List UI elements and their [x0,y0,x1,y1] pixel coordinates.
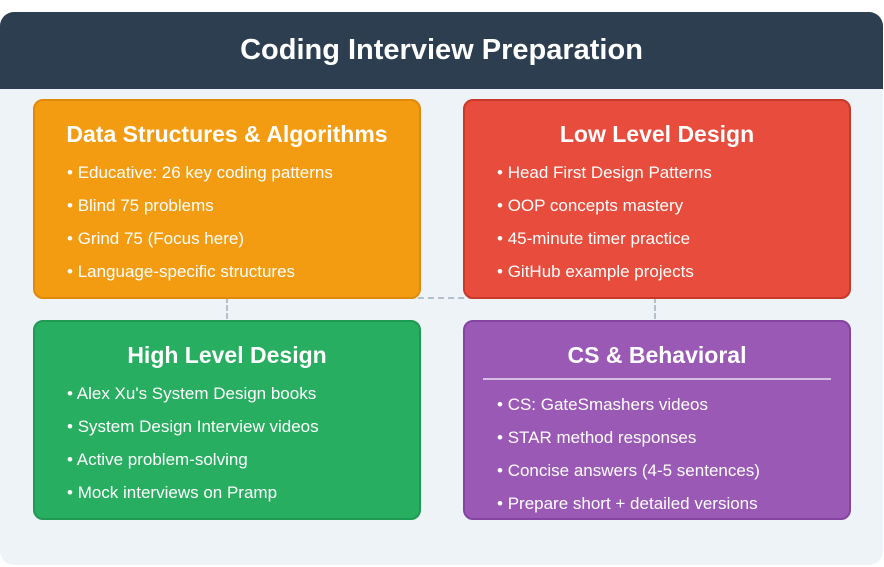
list-item: Blind 75 problems [67,196,333,229]
card-cs-behavioral: CS & Behavioral CS: GateSmashers videos … [463,320,851,520]
card-title: Low Level Design [559,121,755,147]
list-item: Concise answers (4-5 sentences) [497,461,760,494]
list-item: Alex Xu's System Design books [67,384,319,417]
dashed-connector [226,297,656,319]
page-title: Coding Interview Preparation [240,34,643,66]
card-low-level-design: Low Level Design Head First Design Patte… [463,99,851,299]
list-item: Head First Design Patterns [497,163,712,196]
card-high-level-design: High Level Design Alex Xu's System Desig… [33,320,421,520]
list-item: Active problem-solving [67,450,319,483]
card-list: Head First Design Patterns OOP concepts … [497,163,712,295]
list-item: Mock interviews on Pramp [67,483,319,516]
list-item: GitHub example projects [497,262,712,295]
card-title: Data Structures & Algorithms [66,121,388,147]
list-item: Language-specific structures [67,262,333,295]
list-item: Grind 75 (Focus here) [67,229,333,262]
title-divider [483,378,831,380]
card-title: High Level Design [127,342,327,368]
list-item: System Design Interview videos [67,417,319,450]
card-title: CS & Behavioral [567,342,747,368]
list-item: 45-minute timer practice [497,229,712,262]
list-item: STAR method responses [497,428,760,461]
card-list: Educative: 26 key coding patterns Blind … [67,163,333,295]
header-bar: Coding Interview Preparation [0,12,883,89]
card-list: CS: GateSmashers videos STAR method resp… [497,395,760,527]
card-list: Alex Xu's System Design books System Des… [67,384,319,516]
card-data-structures-algorithms: Data Structures & Algorithms Educative: … [33,99,421,299]
list-item: Educative: 26 key coding patterns [67,163,333,196]
list-item: OOP concepts mastery [497,196,712,229]
list-item: CS: GateSmashers videos [497,395,760,428]
list-item: Prepare short + detailed versions [497,494,760,527]
